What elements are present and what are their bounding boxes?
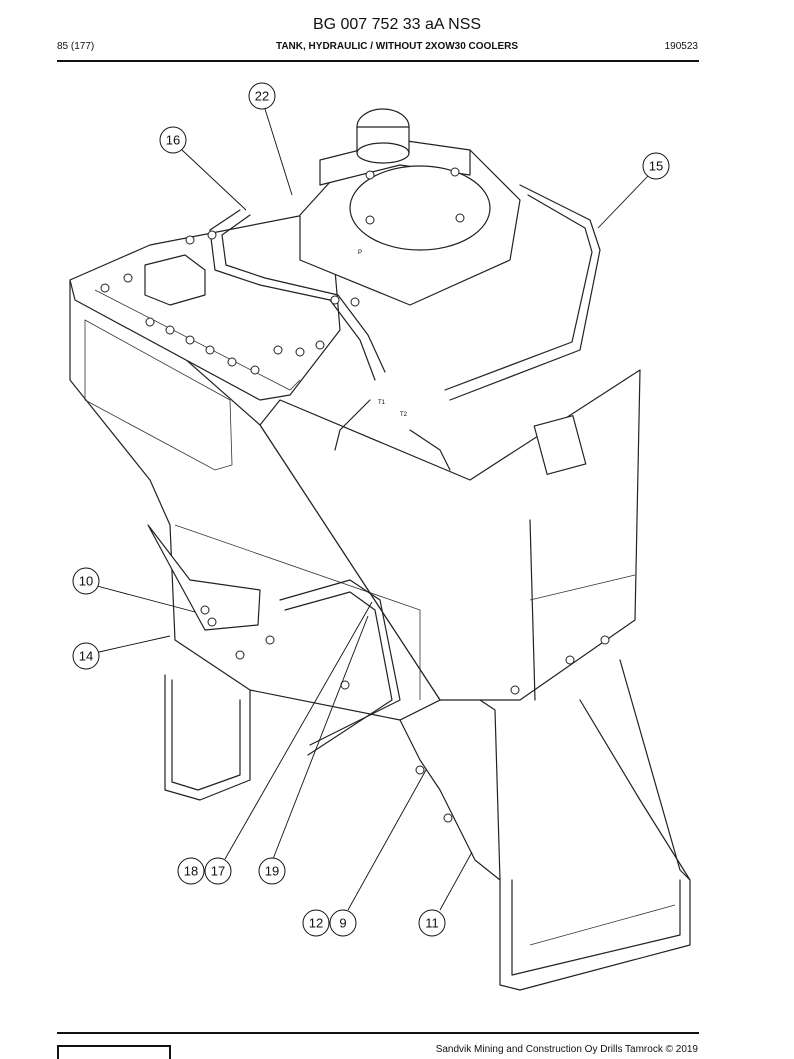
callout-17[interactable]: 17 [204,857,232,885]
callout-14[interactable]: 14 [72,642,100,670]
callout-18[interactable]: 18 [177,857,205,885]
hydraulic-tank-drawing: T1 T2 P 22 16 15 10 14 18 17 19 12 9 [69,82,691,991]
callout-19[interactable]: 19 [258,857,286,885]
header-rule [57,60,699,62]
svg-text:16: 16 [166,133,180,148]
page-number: 85 (177) [57,41,95,52]
page-title: TANK, HYDRAULIC / WITHOUT 2XOW30 COOLERS [275,41,519,52]
svg-text:18: 18 [184,864,198,879]
svg-text:17: 17 [211,864,225,879]
tank-bolts [100,167,610,823]
callout-16[interactable]: 16 [159,126,187,154]
svg-text:15: 15 [649,159,663,174]
svg-text:11: 11 [425,916,439,931]
svg-text:19: 19 [265,864,279,879]
svg-text:10: 10 [79,574,93,589]
port-label-p: P [358,250,362,256]
port-label-t1: T1 [378,400,386,406]
callout-12[interactable]: 12 [302,909,330,937]
callout-11[interactable]: 11 [418,909,446,937]
document-number: BG 007 752 33 aA NSS [312,16,482,33]
date-code: 190523 [664,41,698,52]
port-label-t2: T2 [400,412,408,418]
callout-22[interactable]: 22 [248,82,276,110]
svg-text:22: 22 [255,89,269,104]
svg-text:14: 14 [79,649,93,664]
leader-lines [96,108,649,911]
svg-text:12: 12 [309,916,323,931]
callout-15[interactable]: 15 [642,152,670,180]
callout-9[interactable]: 9 [329,909,357,937]
copyright-text: Sandvik Mining and Construction Oy Drill… [435,1044,698,1055]
footer-rule [57,1032,699,1034]
tank-illustration [69,108,691,991]
callout-10[interactable]: 10 [72,567,100,595]
port-labels: T1 T2 P [358,250,408,418]
sandvik-logo [57,1045,171,1059]
svg-text:9: 9 [339,916,346,931]
